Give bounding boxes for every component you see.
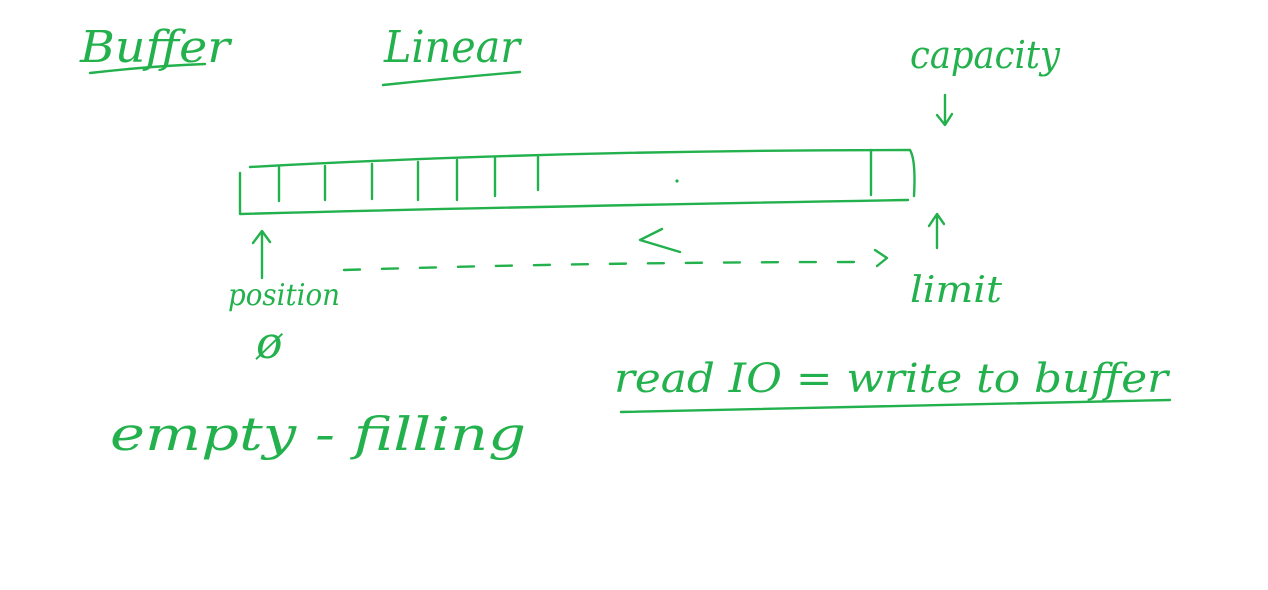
- zero-label: ø: [255, 318, 284, 369]
- limit-label: limit: [910, 270, 1003, 311]
- movement-back-arrowhead: [638, 227, 682, 254]
- capacity-label: capacity: [910, 33, 1060, 77]
- movement-arrowhead: [873, 248, 889, 268]
- mode-underline: [381, 70, 522, 87]
- io-rule-underline: [619, 398, 1172, 414]
- mode-label: Linear: [383, 22, 523, 73]
- capacity-arrow: [935, 93, 954, 127]
- state-label: empty - filling: [110, 407, 526, 461]
- position-arrow: [251, 229, 272, 280]
- buffer-dot: [675, 179, 679, 183]
- title-underline: [88, 62, 207, 75]
- limit-arrow: [927, 212, 946, 250]
- title-label: Buffer: [79, 22, 233, 73]
- position-label: position: [228, 278, 340, 313]
- movement-dashes: [342, 260, 862, 272]
- io-rule-label: read IO = write to buffer: [614, 356, 1171, 402]
- buffer-outline: [238, 148, 916, 216]
- buffer-slot-dividers: [277, 148, 873, 203]
